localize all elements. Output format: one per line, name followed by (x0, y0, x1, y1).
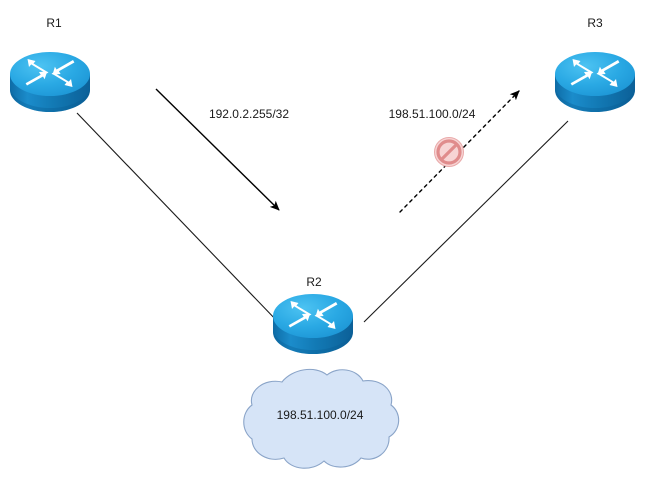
link-r1-r2 (76, 112, 280, 324)
router-r2-label: R2 (306, 275, 322, 289)
network-cloud[interactable]: 198.51.100.0/24 (243, 368, 400, 469)
flow-blocked-label: 198.51.100.0/24 (389, 107, 476, 121)
router-r1-label: R1 (46, 16, 62, 30)
router-r3[interactable]: R3 (555, 16, 635, 112)
flow-advertised: 192.0.2.255/32 (155, 88, 289, 211)
link-r2-r3 (363, 120, 569, 323)
router-icon (555, 52, 635, 112)
router-r3-label: R3 (587, 16, 603, 30)
flow-advertised-label: 192.0.2.255/32 (209, 107, 289, 121)
router-icon (10, 52, 90, 112)
no-entry-icon (434, 137, 464, 167)
router-r2[interactable]: R2 (273, 275, 353, 354)
router-r1[interactable]: R1 (10, 16, 90, 112)
router-icon (273, 294, 353, 354)
cloud-shape (243, 368, 400, 469)
cloud-label: 198.51.100.0/24 (277, 408, 364, 422)
flow-advertised-arrow (155, 88, 280, 211)
